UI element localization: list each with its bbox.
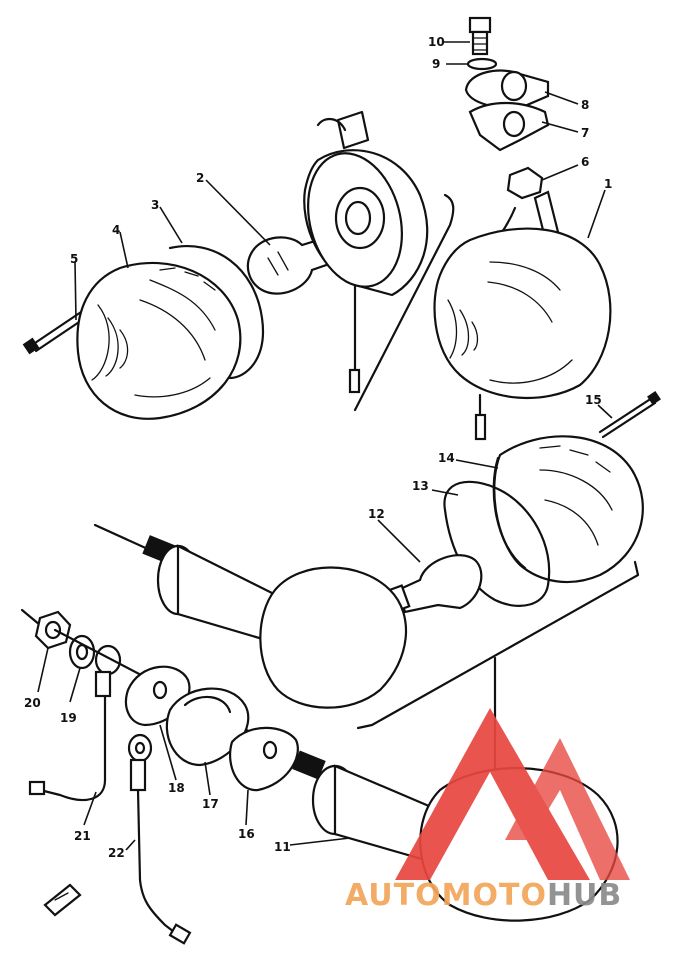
part-lens-4 xyxy=(76,261,242,420)
part-bolt-10 xyxy=(468,16,492,56)
callout-21: 21 xyxy=(74,829,91,843)
callout-8: 8 xyxy=(581,98,589,112)
callout-15: 15 xyxy=(585,393,602,407)
callout-13: 13 xyxy=(412,479,429,493)
part-tag xyxy=(43,883,82,917)
part-nut-6 xyxy=(506,166,544,200)
assembly-bracket-line-middle xyxy=(356,560,640,730)
callout-16: 16 xyxy=(238,827,255,841)
part-clamp-7 xyxy=(468,101,550,152)
callout-5: 5 xyxy=(70,252,78,266)
part-housing-body-left xyxy=(303,110,429,394)
part-plate-16 xyxy=(229,726,299,792)
watermark-text-hub: HUB xyxy=(547,878,622,913)
watermark-inner-triangle-icon xyxy=(505,738,630,880)
callout-10: 10 xyxy=(428,35,445,49)
part-washer-9 xyxy=(466,57,498,71)
callout-18: 18 xyxy=(168,781,185,795)
callout-22: 22 xyxy=(108,846,125,860)
callout-9: 9 xyxy=(432,57,440,71)
part-clamp-8 xyxy=(464,69,550,110)
part-lens-14 xyxy=(492,435,644,584)
part-washer-19 xyxy=(68,634,96,670)
callout-14: 14 xyxy=(438,451,455,465)
part-terminal-21 xyxy=(28,644,122,802)
callout-12: 12 xyxy=(368,507,385,521)
callout-20: 20 xyxy=(24,696,41,710)
callout-6: 6 xyxy=(581,155,589,169)
watermark-triangle-icon xyxy=(395,708,590,880)
svg-text:AUTOMOTOHUB: AUTOMOTOHUB xyxy=(345,878,622,913)
part-housing-right-1 xyxy=(433,190,612,441)
callout-17: 17 xyxy=(202,797,219,811)
part-gasket-3 xyxy=(168,245,265,380)
callout-4: 4 xyxy=(112,223,120,237)
watermark-logo: AUTOMOTOHUB xyxy=(345,708,630,913)
assembly-bracket-line-top xyxy=(353,193,455,412)
callout-numbers: 1 2 3 4 5 6 7 8 9 10 11 12 13 14 15 16 1… xyxy=(24,35,612,860)
watermark-text-auto: AUTO xyxy=(345,878,442,913)
callout-2: 2 xyxy=(196,171,204,185)
leader-lines xyxy=(37,41,613,851)
part-bulb-2 xyxy=(246,236,337,295)
callout-3: 3 xyxy=(151,198,159,212)
callout-19: 19 xyxy=(60,711,77,725)
callout-11: 11 xyxy=(274,840,291,854)
part-stem-upper xyxy=(93,523,408,709)
part-screw-15 xyxy=(598,391,661,439)
callout-7: 7 xyxy=(581,126,589,140)
watermark-text-moto: MOTO xyxy=(442,878,547,913)
part-nut-20 xyxy=(20,608,72,650)
part-terminal-22 xyxy=(127,733,192,945)
callout-1: 1 xyxy=(604,177,612,191)
